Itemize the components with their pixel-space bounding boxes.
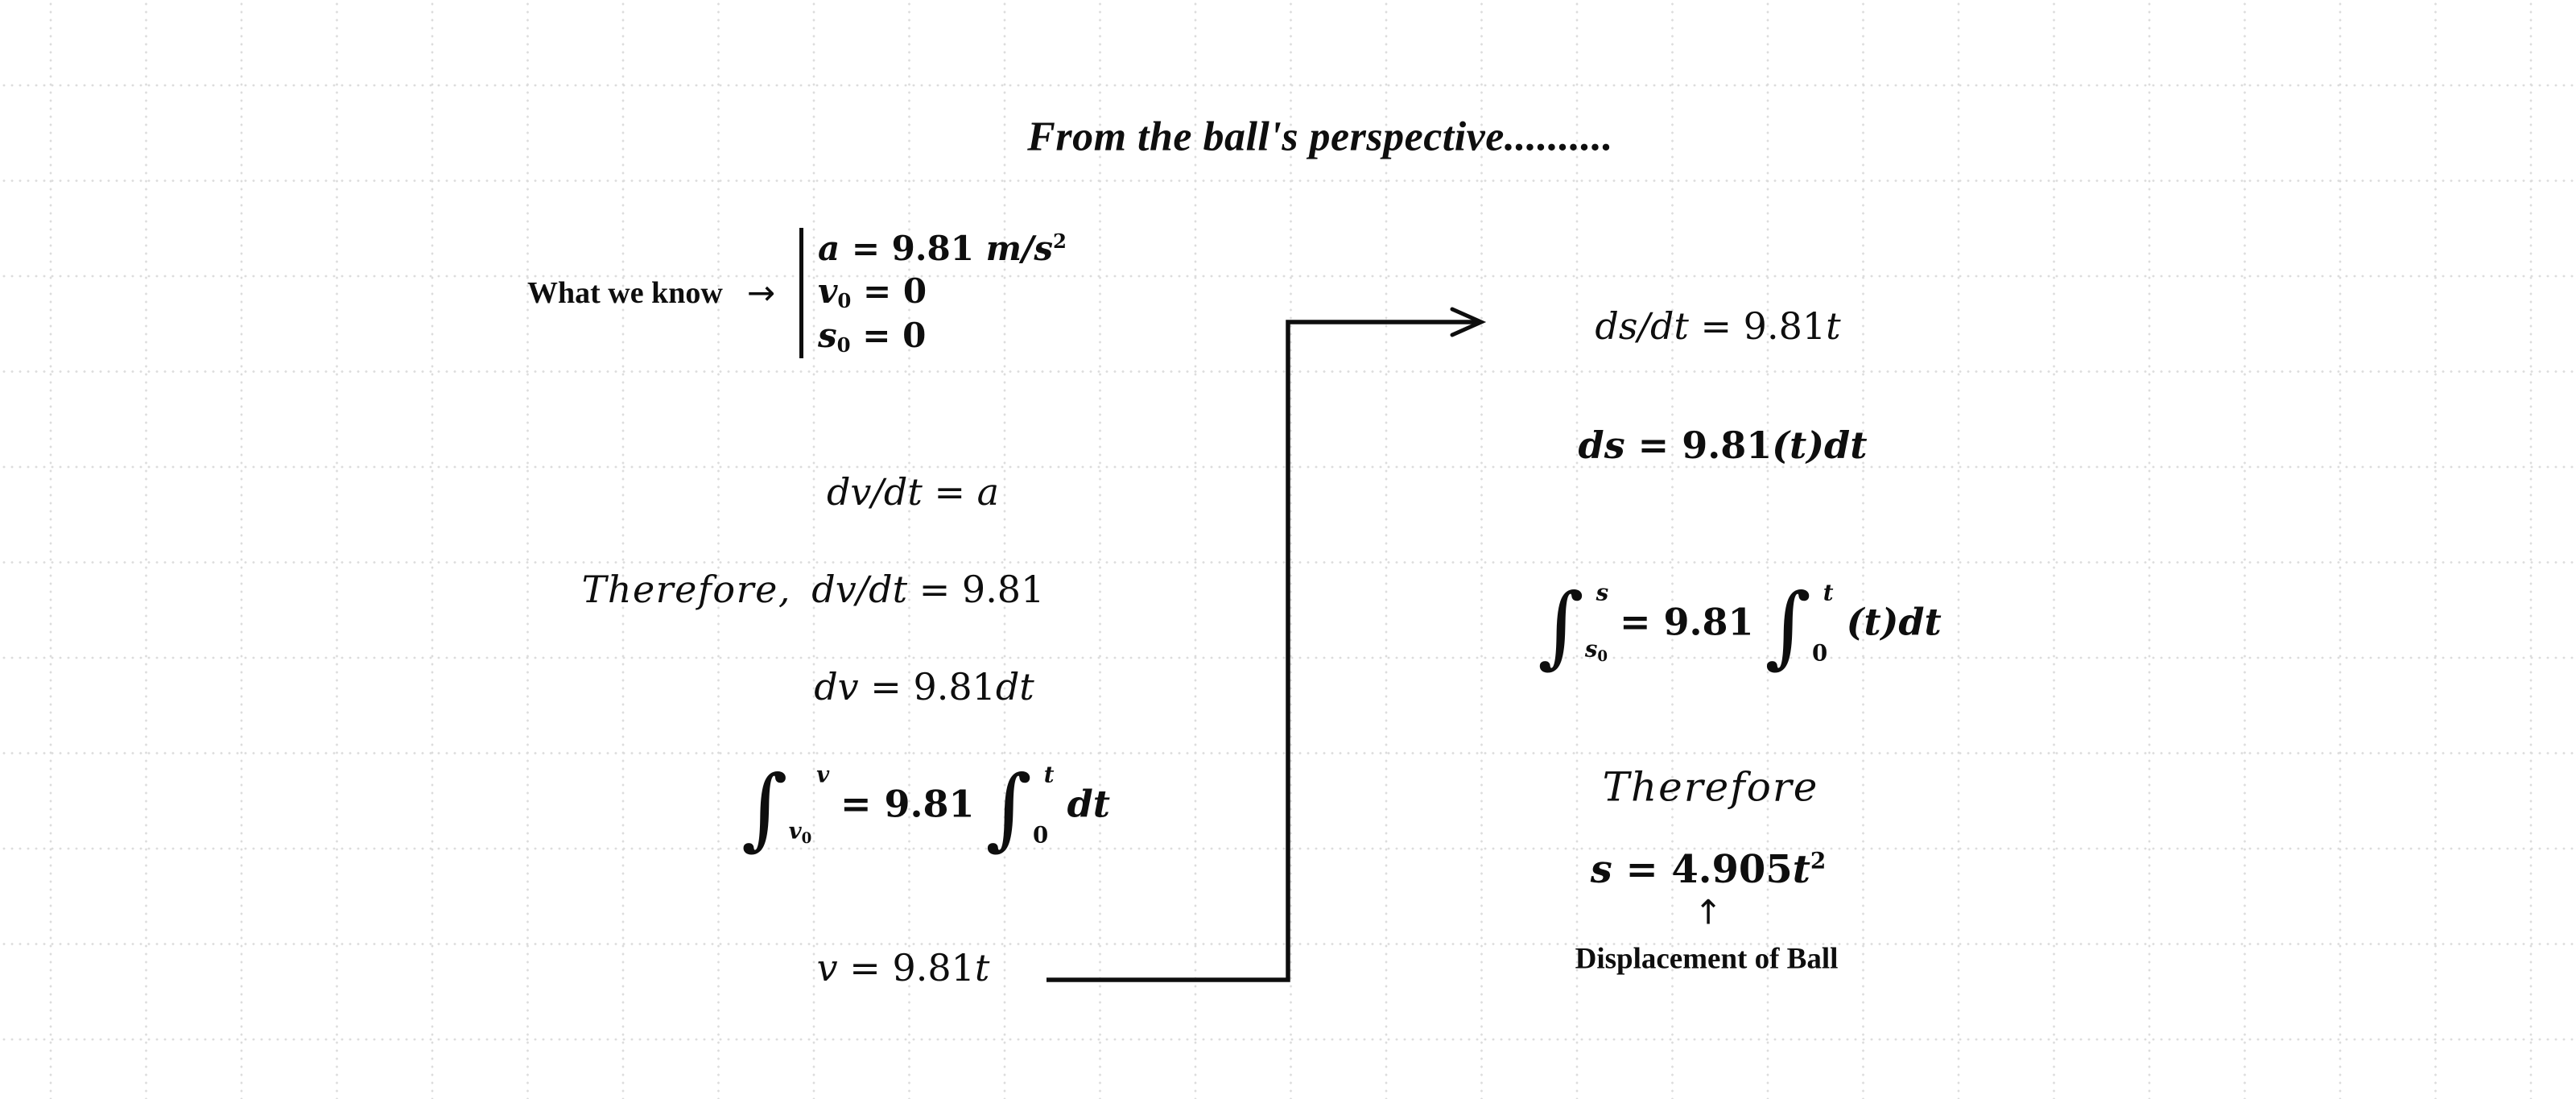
up-arrow-icon: ↑ [1694, 892, 1723, 932]
connector-line [1046, 320, 1476, 982]
eq-initial-velocity: v0 = 0 [818, 271, 927, 313]
eq-dsdt: ds/dt = 9.81t [1595, 304, 1841, 349]
eq-ds-separated: ds = 9.81(t)dt [1578, 423, 1868, 468]
eq-velocity-result: v = 9.81t [816, 946, 990, 990]
known-equations: a = 9.81 m/s2 v0 = 0 s0 = 0 [818, 229, 1067, 357]
known-label: What we know [527, 276, 723, 310]
eq-therefore-dvdt: Therefore,dv/dt = 9.81 [581, 568, 1045, 612]
eq-dv-separated: dv = 9.81dt [814, 665, 1034, 709]
arrowhead-icon [1450, 307, 1487, 337]
right-arrow-icon: → [746, 273, 776, 312]
known-divider-bar [799, 228, 804, 358]
eq-initial-position: s0 = 0 [818, 315, 927, 357]
known-block: What we know → a = 9.81 m/s2 v0 = 0 s0 =… [527, 228, 1067, 358]
page-title: From the ball's perspective.......... [1027, 114, 1613, 160]
eq-acceleration: a = 9.81 m/s2 [818, 229, 1067, 268]
eq-dvdt-equals-a: dv/dt = a [826, 470, 1000, 514]
eq-displacement-result: s = 4.905t2 [1590, 846, 1827, 892]
therefore-label: Therefore [1602, 763, 1819, 811]
displacement-caption: Displacement of Ball [1575, 942, 1839, 976]
